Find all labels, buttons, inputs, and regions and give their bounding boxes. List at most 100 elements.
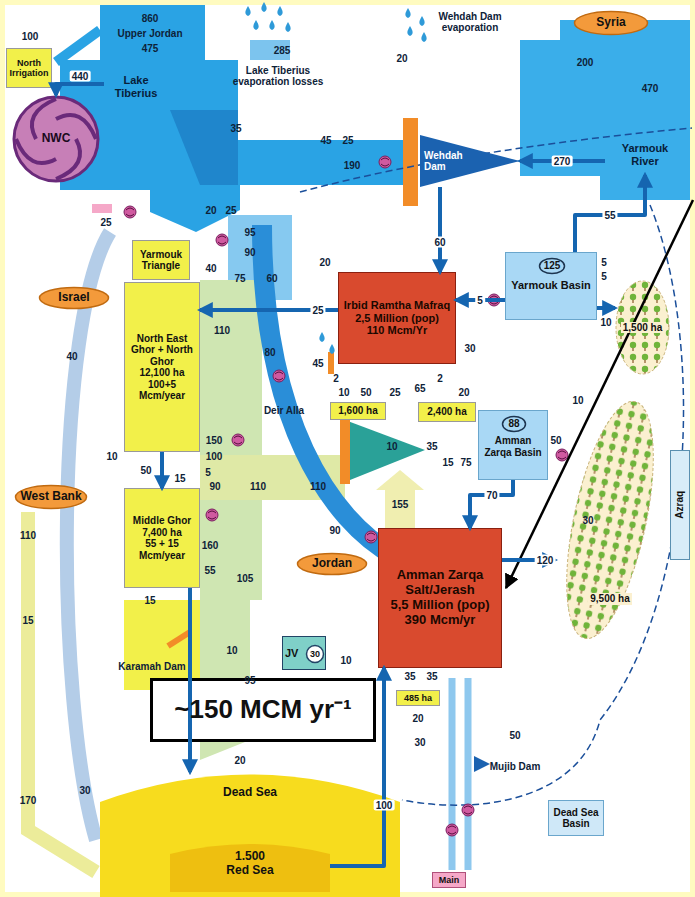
basin-box: Yarmouk Basin 125 [505, 252, 597, 320]
flow-value: 35 [426, 441, 437, 452]
pump-symbol [365, 531, 377, 543]
lake-flow-shape [60, 5, 410, 232]
pumps-and-drops [124, 2, 568, 836]
flow-value: 60 [266, 273, 277, 284]
flow-value: 45 [312, 358, 323, 369]
node-text: 9,500 ha [588, 593, 631, 605]
flow-value: 30 [582, 515, 593, 526]
node-text: Lake Tiberius [106, 74, 166, 99]
flow-connector [160, 452, 164, 488]
flow-value: 10 [386, 441, 397, 452]
node-text: Israel [58, 291, 89, 305]
node-text: Azraq [674, 491, 686, 519]
node-text: 12,100 ha [139, 367, 184, 379]
node-text: Wehdah Dam [424, 150, 472, 173]
node-text: 125 [544, 260, 561, 272]
flow-connector [575, 175, 645, 252]
lake-node: Lake Tiberius [104, 72, 168, 102]
flow-value: 25 [310, 305, 325, 316]
valley-box: JV30 [282, 636, 326, 670]
node-text: Amman Zarqa Basin [481, 435, 545, 458]
irrigation-box: 1,600 ha [330, 402, 386, 420]
callout-box: ~150 MCM yr⁻¹ [150, 678, 376, 742]
king-talal-dam [345, 420, 425, 482]
node-text: 485 ha [404, 693, 432, 703]
evaporation-drop [253, 20, 258, 30]
pump-symbol [124, 206, 136, 218]
irrigation-box: 2,400 ha [418, 402, 476, 422]
flow-value: 105 [237, 573, 254, 584]
flow-value: 20 [234, 755, 245, 766]
page-ground [5, 5, 690, 892]
demand-box: Amman Zarqa Salt/Jerash5,5 Million (pop)… [378, 528, 502, 668]
node-text: 1,600 ha [338, 405, 377, 417]
pump-symbol [446, 824, 458, 836]
place-label: Lake Tiberius evaporation losses [232, 65, 324, 87]
flow-value: 60 [432, 237, 447, 248]
mujib-dam [474, 756, 490, 772]
place-label: Mujib Dam [490, 761, 541, 772]
flow-connector [330, 668, 384, 866]
flow-value: 90 [329, 525, 340, 536]
node-text: 110 Mcm/Yr [367, 324, 428, 337]
mujib-flow [465, 678, 472, 870]
source-box: Main [432, 872, 466, 888]
country-oval: Jordan [296, 552, 368, 576]
pump-symbol [462, 804, 474, 816]
flow-value: 35 [426, 671, 437, 682]
flow-value: 440 [70, 71, 91, 82]
dam-wall [340, 418, 350, 484]
flow-value: 5 [205, 467, 211, 478]
flow-value: 470 [642, 83, 659, 94]
flow-value: 50 [360, 387, 371, 398]
flow-value: 155 [392, 499, 409, 510]
flow-value: 860 [142, 13, 159, 24]
place-label: Wehdah Dam evaporation [438, 11, 502, 33]
flow-value: 95 [244, 675, 255, 686]
flow-value: 90 [244, 247, 255, 258]
evaporation-drop [419, 16, 424, 26]
flow-value: 15 [174, 473, 185, 484]
river-node: Yarmouk River [605, 135, 685, 175]
flow-value: 5 [475, 295, 485, 306]
evaporation-drop [319, 332, 324, 342]
flow-value: 70 [484, 490, 499, 501]
node-text: North East Ghor + North Ghor [127, 333, 197, 368]
flow-value: 5 [601, 257, 607, 268]
flow-value: 55 [602, 210, 617, 221]
flow-value: 110 [310, 481, 326, 492]
sea-dome: Dead Sea1.500Red Sea [100, 772, 400, 897]
evaporation-drop [285, 22, 290, 32]
node-text: 2,400 ha [427, 406, 466, 418]
node-text: Yarmouk Basin [511, 279, 590, 292]
flow-value: 40 [66, 351, 77, 362]
basin-boundary [300, 128, 692, 192]
west-flow-band [67, 232, 110, 840]
yarmouk-river-band [520, 20, 690, 200]
flow-value: 25 [389, 387, 400, 398]
flow-value: 15 [22, 615, 33, 626]
flow-connector [56, 84, 104, 95]
flow-value: 25 [342, 135, 353, 146]
flow-value: 10 [226, 645, 237, 656]
node-text: 100+5 Mcm/year [127, 379, 197, 402]
flow-value: 5 [601, 271, 607, 282]
node-text: Dead Sea Basin [551, 807, 601, 830]
country-oval: West Bank [14, 484, 88, 510]
flow-value: 25 [225, 205, 236, 216]
flow-connector [438, 187, 442, 272]
node-text: Middle Ghor [133, 515, 191, 527]
flow-value: 10 [338, 387, 349, 398]
evaporation-flow [250, 40, 290, 60]
flow-value: 150 [206, 435, 223, 446]
tree-area: 9,500 ha [555, 395, 665, 645]
dam-wall [403, 118, 418, 206]
place-label: Deir Alla [264, 405, 304, 416]
flow-value: 25 [100, 217, 111, 228]
mujib-flow [449, 678, 456, 870]
country-oval: Israel [38, 286, 110, 310]
evaporation-drop [245, 6, 250, 16]
flow-value: 170 [20, 795, 37, 806]
evaporation-drop [269, 20, 274, 30]
